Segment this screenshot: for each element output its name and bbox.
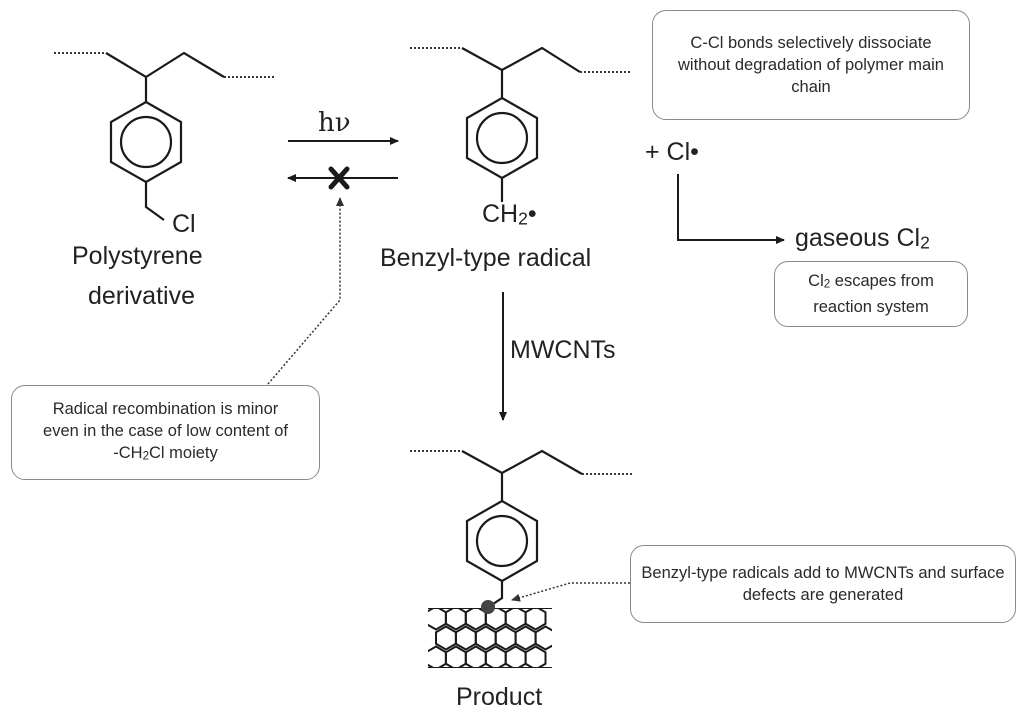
note-addition-text: Benzyl-type radicals add to MWCNTs and s… [641, 564, 1005, 604]
lattice-hexagon [494, 625, 517, 651]
recombination-connector [267, 197, 344, 385]
reactant-name-line2: derivative [88, 282, 195, 310]
lattice-hexagon [464, 645, 487, 668]
intermediate-name: Benzyl-type radical [380, 244, 592, 272]
moiety-text: Cl moiety [148, 443, 218, 462]
lattice-hexagon [435, 625, 457, 651]
ch-text: CH [482, 200, 519, 228]
reverse-arrow-blocked [287, 166, 398, 190]
reagent-label: MWCNTs [510, 336, 616, 364]
chlorine-radical: + Cl• [645, 138, 699, 166]
lattice-hexagon [428, 645, 447, 668]
escape-rest: escapes from reaction system [813, 272, 934, 316]
lattice-hexagon [484, 645, 507, 668]
note-chlorine-escape: Cl2 escapes from reaction system [774, 261, 968, 327]
reactant-name-line1: Polystyrene [72, 242, 203, 270]
ch-subscript: 2 [142, 450, 149, 463]
attachment-point [481, 600, 495, 614]
cl-text: Cl [808, 272, 824, 291]
note-dissociation: C-Cl bonds selectively dissociate withou… [652, 10, 970, 120]
lattice-hexagon [524, 645, 547, 668]
ch-prefix: -CH [113, 443, 143, 462]
lattice-hexagon [474, 625, 497, 651]
lattice-hexagon [504, 645, 527, 668]
reactant-substituent: Cl [172, 210, 196, 238]
lattice-hexagon [504, 608, 527, 631]
lattice-hexagon [444, 645, 467, 668]
light-label: hν [318, 108, 351, 138]
gas-text: gaseous Cl [795, 224, 921, 252]
benzyl-substituent: CH2• [482, 200, 537, 230]
recombination-line3: -CH2Cl moiety [113, 442, 218, 468]
lattice-hexagon [454, 625, 477, 651]
recombination-line1: Radical recombination is minor [52, 399, 279, 418]
note-recombination: Radical recombination is minor even in t… [11, 385, 320, 480]
lattice-hexagon [444, 608, 467, 631]
note-escape-text: Cl2 escapes from reaction system [785, 270, 957, 318]
lattice-hexagon [514, 625, 537, 651]
chlorine-escape-arrow [677, 174, 785, 244]
gas-subscript: 2 [920, 232, 930, 253]
product-label: Product [456, 683, 543, 711]
note-addition: Benzyl-type radicals add to MWCNTs and s… [630, 545, 1016, 623]
lattice-hexagon [524, 608, 547, 631]
product-polymer-structure [410, 449, 634, 607]
recombination-line2: even in the case of low content of [43, 421, 288, 440]
note-dissociation-text: C-Cl bonds selectively dissociate withou… [678, 34, 944, 96]
mwcnt-lattice [428, 608, 552, 668]
radical-dot: • [527, 200, 537, 228]
cl-subscript: 2 [823, 278, 831, 291]
benzyl-radical-structure [410, 46, 632, 202]
lattice-hexagon [534, 625, 552, 651]
gaseous-chlorine: gaseous Cl2 [795, 224, 930, 254]
lattice-hexagon [428, 608, 447, 631]
subscript-2: 2 [518, 208, 528, 229]
blocked-x-icon [328, 166, 350, 190]
addition-connector [511, 582, 630, 602]
polystyrene-derivative-structure [54, 51, 276, 221]
